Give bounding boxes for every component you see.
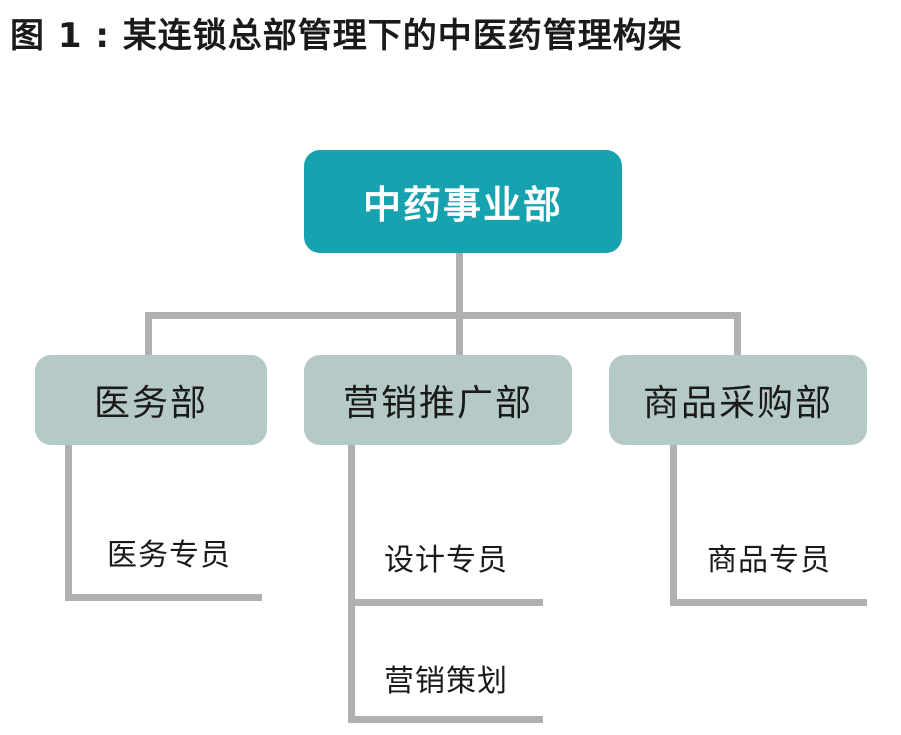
connector-drop-left xyxy=(145,312,152,358)
connector-branch-medical-horizontal xyxy=(65,594,262,601)
connector-horizontal xyxy=(145,312,741,319)
figure-title: 图 1 : 某连锁总部管理下的中医药管理构架 xyxy=(10,16,683,56)
connector-branch-marketing-horizontal-2 xyxy=(348,716,543,723)
role-product-specialist: 商品专员 xyxy=(707,543,831,578)
dept-node-marketing: 营销推广部 xyxy=(304,355,572,445)
role-medical-specialist: 医务专员 xyxy=(107,538,231,573)
dept-node-medical: 医务部 xyxy=(35,355,267,445)
connector-branch-purchase-vertical xyxy=(670,445,677,606)
connector-branch-marketing-vertical xyxy=(348,445,355,723)
role-marketing-planning: 营销策划 xyxy=(384,664,508,699)
connector-drop-right xyxy=(734,312,741,358)
connector-drop-middle xyxy=(456,312,463,358)
role-design-specialist: 设计专员 xyxy=(384,543,508,578)
dept-node-purchase: 商品采购部 xyxy=(609,355,867,445)
connector-root-down xyxy=(456,253,463,315)
connector-branch-marketing-horizontal-1 xyxy=(348,599,543,606)
root-node: 中药事业部 xyxy=(304,150,622,253)
connector-branch-medical-vertical xyxy=(65,445,72,601)
connector-branch-purchase-horizontal xyxy=(670,599,867,606)
